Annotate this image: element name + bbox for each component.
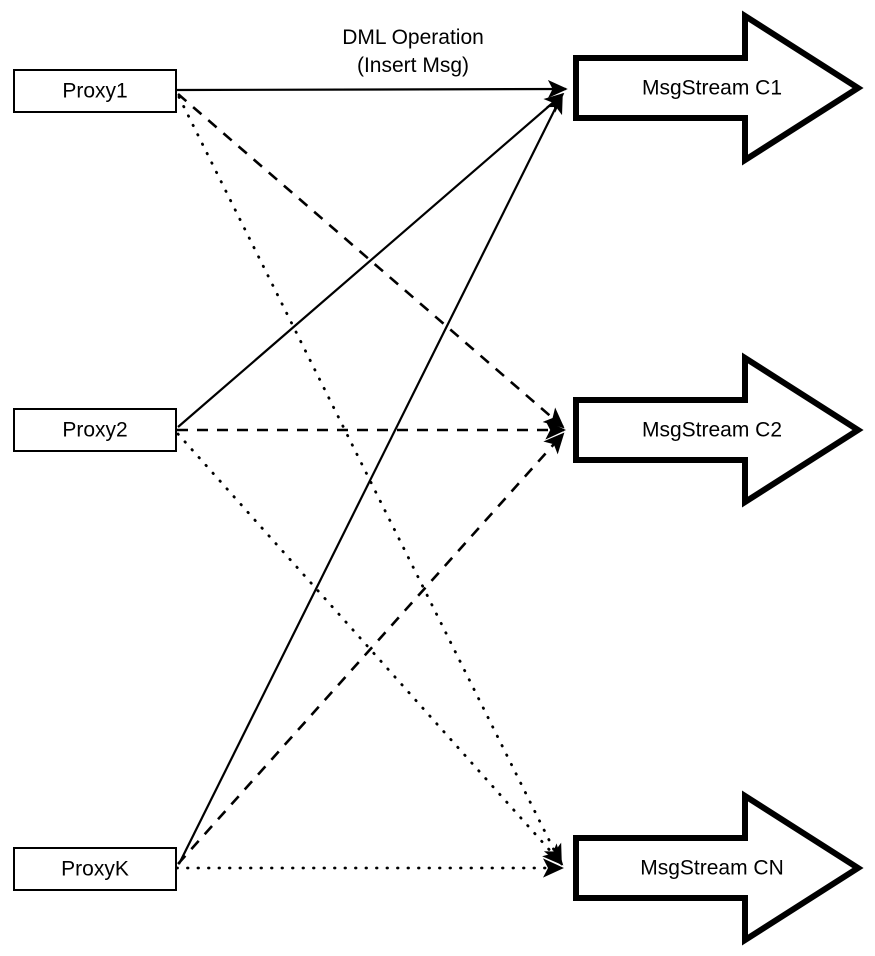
msgstream-c1-arrow-shape[interactable] <box>573 10 864 166</box>
msgstream-cn-label: MsgStream CN <box>640 857 784 880</box>
edge-layer <box>175 80 568 878</box>
proxyK-box[interactable] <box>13 847 177 891</box>
edge-proxy1-to-c1 <box>176 80 568 99</box>
edge-proxy1-to-cn <box>177 95 563 866</box>
edge-caption-line1: DML Operation <box>342 26 484 49</box>
edge-caption-line2: (Insert Msg) <box>357 54 469 77</box>
edge-proxy1-to-c2 <box>177 93 565 429</box>
msgstream-nodes: MsgStream C1 MsgStream C2 MsgStream CN <box>573 10 864 946</box>
node-proxy2[interactable]: Proxy2 <box>13 408 177 452</box>
node-msgstream-cn[interactable]: MsgStream CN <box>573 790 864 946</box>
msgstream-c1-label: MsgStream C1 <box>642 77 782 100</box>
proxy-nodes: Proxy1 Proxy2 ProxyK <box>13 69 177 891</box>
proxy2-box[interactable] <box>13 408 177 452</box>
msgstream-c2-label: MsgStream C2 <box>642 419 782 442</box>
edge-proxy2-to-cn <box>176 432 564 866</box>
node-proxy1[interactable]: Proxy1 <box>13 69 177 113</box>
edge-proxyK-to-c2 <box>177 432 565 865</box>
msgstream-cn-arrow-shape[interactable] <box>573 790 864 946</box>
proxy2-label: Proxy2 <box>62 419 127 442</box>
proxy1-label: Proxy1 <box>62 80 127 103</box>
proxy1-box[interactable] <box>13 69 177 113</box>
node-proxyK[interactable]: ProxyK <box>13 847 177 891</box>
node-msgstream-c1[interactable]: MsgStream C1 <box>573 10 864 166</box>
edge-proxyK-to-c1 <box>178 93 563 865</box>
msgstream-c2-arrow-shape[interactable] <box>573 352 864 508</box>
edge-caption-group: DML Operation (Insert Msg) <box>342 26 484 77</box>
edge-proxy2-to-c1 <box>177 92 565 428</box>
proxyK-label: ProxyK <box>61 858 129 881</box>
node-msgstream-c2[interactable]: MsgStream C2 <box>573 352 864 508</box>
